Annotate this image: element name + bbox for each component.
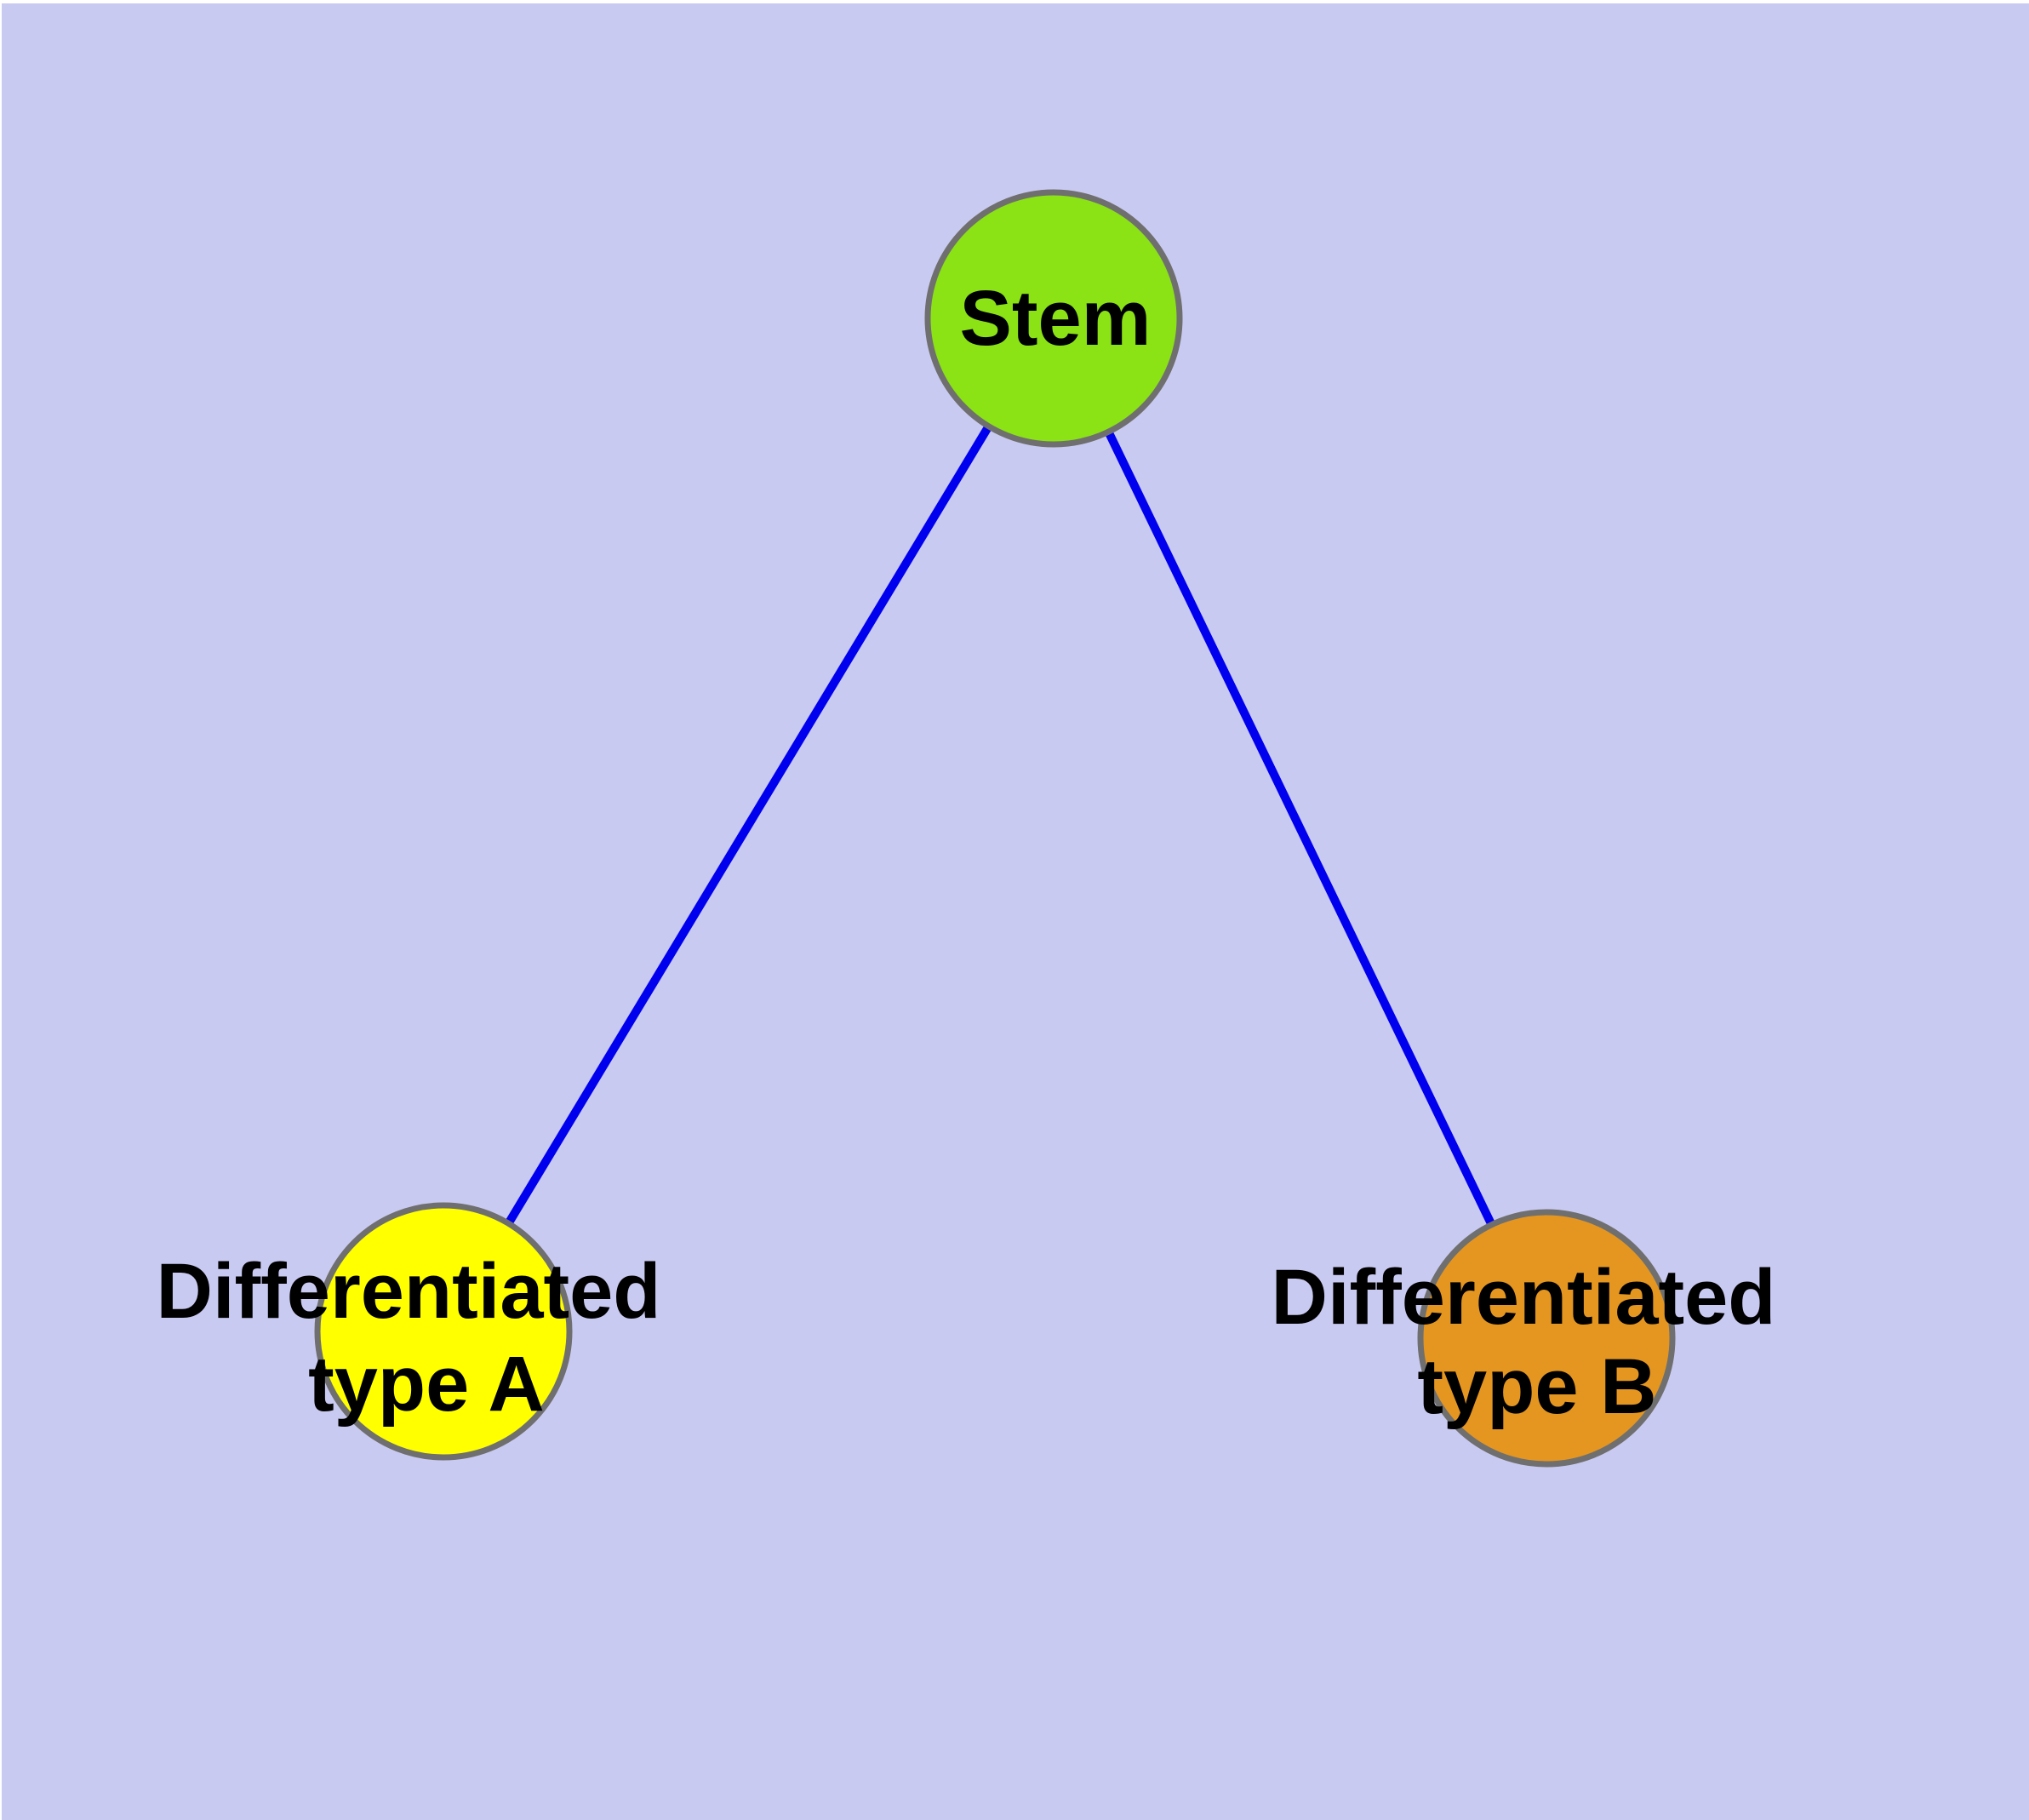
node-type-a-circle bbox=[314, 1202, 573, 1461]
node-type-b-label-line2: type B bbox=[1417, 1343, 1656, 1430]
node-stem-circle bbox=[924, 189, 1183, 448]
edge-stem-to-type-b bbox=[1049, 316, 1551, 1341]
edge-stem-to-type-a bbox=[439, 316, 1058, 1334]
node-type-a-label-line1: Differentiated bbox=[157, 1248, 661, 1335]
node-type-b-circle bbox=[1417, 1209, 1676, 1468]
node-type-a-label-line2: type A bbox=[308, 1341, 545, 1428]
node-type-b-label-line1: Differentiated bbox=[1272, 1254, 1776, 1341]
node-stem-label: Stem bbox=[960, 275, 1152, 362]
